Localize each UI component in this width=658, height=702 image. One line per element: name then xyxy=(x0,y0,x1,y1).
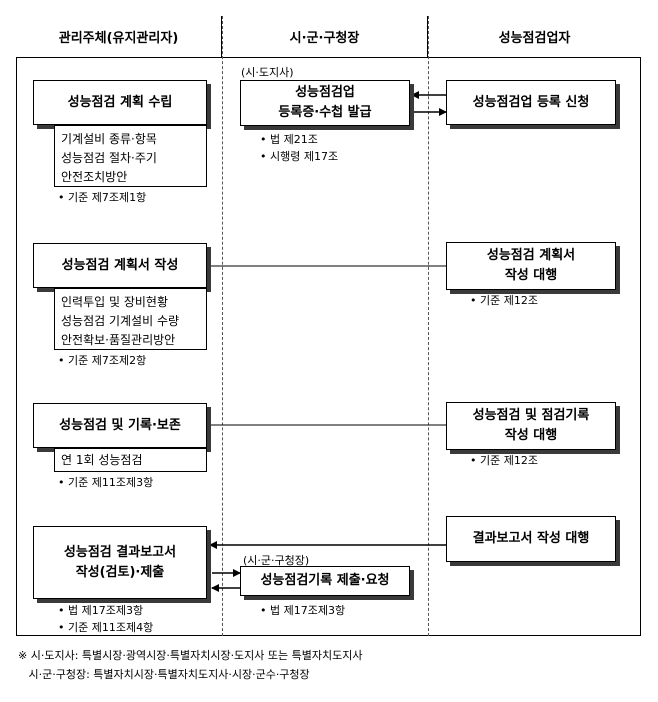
box-record-proxy: 성능점검 및 점검기록 작성 대행 xyxy=(446,402,616,450)
box-plan-establish: 성능점검 계획 수립 xyxy=(33,80,207,125)
note-issue-certificate: • 법 제21조 • 시행령 제17조 xyxy=(260,133,339,163)
tag-sido: (시·도지사) xyxy=(241,64,294,80)
detail-item: 안전확보·품질관리방안 xyxy=(61,333,176,347)
footnote: ※ 시·도지사: 특별시장·광역시장·특별자치시장·도지사 또는 특별자치도지사… xyxy=(18,646,363,684)
detail-item: 기계설비 종류·항목 xyxy=(61,132,157,146)
detail-item: 성능점검 기계설비 수량 xyxy=(61,314,180,328)
detail-item: 연 1회 성능점검 xyxy=(61,453,143,467)
note-record-submit-request: • 법 제17조제3항 xyxy=(260,604,346,617)
note-record-proxy: • 기준 제12조 xyxy=(470,454,538,467)
note-plan-proxy: • 기준 제12조 xyxy=(470,294,538,307)
detail-item: 성능점검 절차·주기 xyxy=(61,151,157,165)
detail-item: 인력투입 및 장비현황 xyxy=(61,295,168,309)
note-report-submit: • 법 제17조제3항 • 기준 제11조제4항 xyxy=(58,604,154,634)
column-header-center: 시·군·구청장 xyxy=(222,16,428,58)
detail-item: 안전조치방안 xyxy=(61,170,128,184)
box-record-submit-request: 성능점검기록 제출·요청 xyxy=(240,566,410,596)
box-record-keep: 성능점검 및 기록·보존 xyxy=(33,403,207,448)
column-header-left: 관리주체(유지관리자) xyxy=(16,16,222,58)
box-issue-certificate: 성능점검업 등록증·수첩 발급 xyxy=(240,80,410,126)
box-record-keep-details: 연 1회 성능점검 xyxy=(54,448,207,472)
box-report-submit: 성능점검 결과보고서 작성(검토)·제출 xyxy=(33,526,207,599)
footnote-line: ※ 시·도지사: 특별시장·광역시장·특별자치시장·도지사 또는 특별자치도지사 xyxy=(18,649,363,662)
box-plan-proxy: 성능점검 계획서 작성 대행 xyxy=(446,242,616,290)
box-plan-establish-details: 기계설비 종류·항목 성능점검 절차·주기 안전조치방안 xyxy=(54,125,207,187)
note-record-keep: • 기준 제11조제3항 xyxy=(58,476,154,489)
note-plan-write: • 기준 제7조제2항 xyxy=(58,354,147,367)
box-plan-write-details: 인력투입 및 장비현황 성능점검 기계설비 수량 안전확보·품질관리방안 xyxy=(54,288,207,350)
box-register-apply: 성능점검업 등록 신청 xyxy=(446,80,616,125)
box-plan-write: 성능점검 계획서 작성 xyxy=(33,243,207,288)
tag-sigungu: (시·군·구청장) xyxy=(243,552,310,568)
column-divider-1 xyxy=(222,16,223,636)
note-plan-establish: • 기준 제7조제1항 xyxy=(58,191,147,204)
column-divider-2 xyxy=(428,16,429,636)
box-report-proxy: 결과보고서 작성 대행 xyxy=(446,516,616,562)
footnote-line: 시·군·구청장: 특별자치시장·특별자치도지사·시장·군수·구청장 xyxy=(18,668,310,681)
column-header-right: 성능점검업자 xyxy=(428,16,641,58)
